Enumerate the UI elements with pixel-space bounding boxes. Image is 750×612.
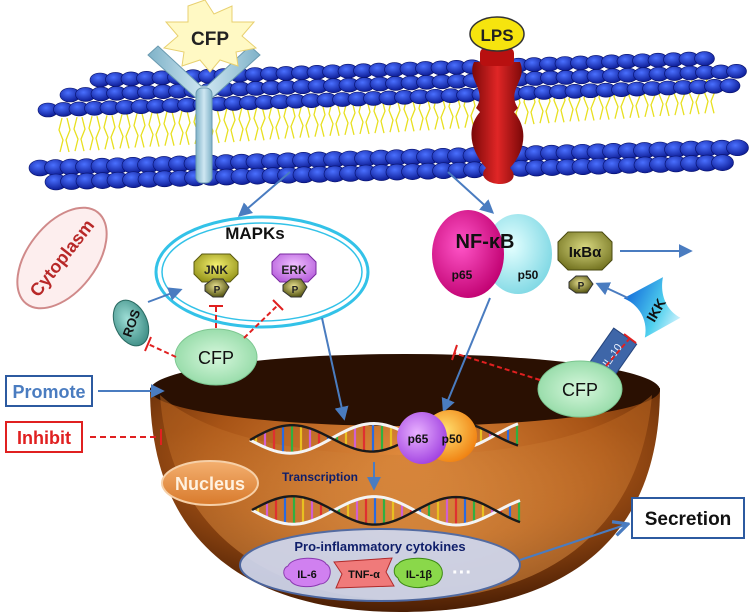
ikba-label: IκBα (569, 244, 602, 261)
cfp-receptor (147, 45, 261, 184)
legend-inhibit: Inhibit (5, 421, 162, 453)
nuclear-p65-label: p65 (408, 432, 429, 446)
ikba-phospho-label: P (578, 281, 585, 292)
nucleus-label-bubble: Nucleus (161, 460, 259, 506)
tlr-receptor (471, 48, 524, 184)
cfp-right-particle: CFP (537, 360, 623, 418)
mapks-complex: MAPKs (154, 215, 370, 329)
ikk-to-ikba-arrow (595, 282, 629, 299)
nfkb-p50-label: p50 (518, 268, 539, 282)
legend-inhibit-label: Inhibit (17, 428, 71, 448)
nuclear-p50-label: p50 (442, 432, 463, 446)
nfkb-complex: NF-κB p65 p50 (432, 210, 552, 298)
erk-label: ERK (281, 263, 307, 277)
cytoplasm-label-bubble: Cytoplasm (16, 206, 108, 310)
cell-membrane (28, 51, 749, 191)
dna-helix-bottom (251, 495, 521, 527)
erk-protein: ERK (271, 253, 317, 283)
lps-label: LPS (480, 26, 513, 45)
cfp-left-label: CFP (198, 348, 234, 368)
jnk-phospho: P (204, 278, 230, 298)
cfp-starburst: CFP (162, 0, 258, 73)
mapks-label: MAPKs (225, 224, 285, 243)
ros-molecule: ROS (112, 299, 150, 347)
jnk-label: JNK (204, 263, 228, 277)
nucleus-label: Nucleus (175, 474, 245, 494)
jnk-phospho-label: P (214, 285, 221, 296)
ros-to-jnk-arrow (147, 287, 183, 303)
secretion-arrow (519, 524, 628, 561)
cytokines-title: Pro-inflammatory cytokines (294, 539, 465, 554)
secretion-label: Secretion (645, 509, 732, 530)
membrane-to-nfkb-arrow (447, 171, 495, 214)
cfp-left-inhibitions (144, 299, 284, 358)
transcription-label: Transcription (282, 470, 358, 484)
erk-phospho: P (282, 278, 308, 298)
nuclear-p65-p50-dimer: p65 p50 (397, 410, 477, 464)
mapks-to-nucleus-arrow (321, 317, 349, 421)
tnfa-label: TNF-α (348, 569, 380, 581)
cfp-left-particle: CFP (174, 328, 258, 386)
nfkb-to-nucleus-arrow (441, 297, 491, 413)
erk-phospho-label: P (292, 285, 299, 296)
secretion-box: Secretion (631, 497, 745, 539)
ikba-phospho: P (568, 275, 594, 294)
ikk-protein: IKK (623, 277, 681, 338)
tnfa-cytokine: TNF-α (333, 557, 395, 589)
cfp-receptor-label: CFP (191, 29, 229, 50)
legend-promote-label: Promote (12, 382, 85, 402)
il6-label: IL-6 (297, 569, 317, 581)
il6-cytokine: IL-6 (283, 557, 331, 588)
il1b-cytokine: IL-1β (393, 557, 443, 589)
ikba-protein: IκBα (557, 231, 613, 271)
cytokines-ellipsis: ··· (452, 562, 472, 584)
il1b-label: IL-1β (406, 569, 433, 581)
nfkb-p65-label: p65 (452, 268, 473, 282)
jnk-protein: JNK (193, 253, 239, 283)
membrane-to-mapks-arrow (237, 171, 291, 217)
cfp-right-inhibitions (451, 333, 637, 381)
cfp-right-label: CFP (562, 380, 598, 400)
legend-promote: Promote (5, 375, 165, 407)
lps-molecule: LPS (469, 16, 525, 52)
nfkb-label: NF-κB (456, 231, 515, 253)
